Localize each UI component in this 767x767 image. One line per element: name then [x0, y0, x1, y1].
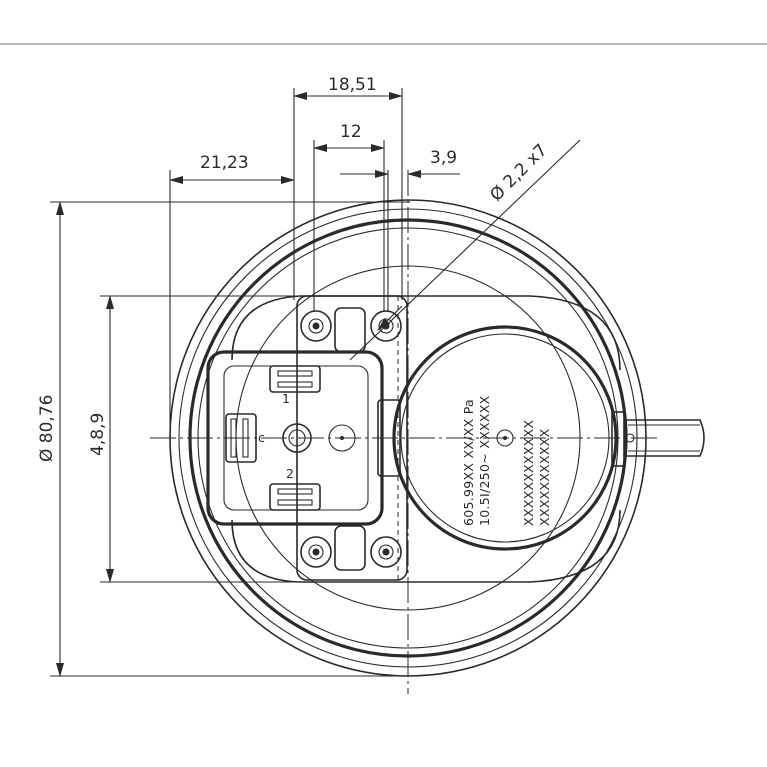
dimension-3-9-text: 3,9 — [430, 148, 457, 168]
dimension-48-9-text: 4,8,9 — [88, 413, 108, 456]
nameplate-label: 605.99XX XX/XX Pa 10.5I/250~ XXXXXX XXXX… — [461, 395, 552, 526]
label-line-2: 10.5I/250~ XXXXXX — [477, 395, 492, 526]
mounting-bosses — [296, 295, 408, 581]
flange-bottom-arc — [231, 509, 621, 583]
dimension-21-23-text: 21,23 — [200, 153, 249, 173]
flange-top-arc — [231, 295, 621, 371]
hole-diameter-text: Ø 2,2 x7 — [486, 140, 551, 205]
outer-diameter-text: Ø 80,76 — [37, 395, 57, 462]
pin-2-label: 2 — [286, 466, 294, 481]
dimension-12-text: 12 — [340, 122, 362, 142]
dimension-48-9 — [100, 295, 300, 583]
dimension-18-51 — [293, 88, 403, 300]
dimension-18-51-text: 18,51 — [328, 75, 377, 95]
hole-diameter-leader — [349, 139, 581, 361]
pin-1-label: 1 — [282, 391, 290, 406]
dimension-3-9 — [340, 170, 460, 312]
dimension-outer-diameter — [50, 201, 410, 677]
label-line-3: XXXXXXXXXXXX — [521, 420, 536, 526]
dimension-12 — [313, 140, 385, 312]
label-line-4: XXXXXXXXXXX — [537, 428, 552, 526]
label-line-1: 605.99XX XX/XX Pa — [461, 399, 476, 526]
dimension-21-23 — [169, 170, 295, 438]
